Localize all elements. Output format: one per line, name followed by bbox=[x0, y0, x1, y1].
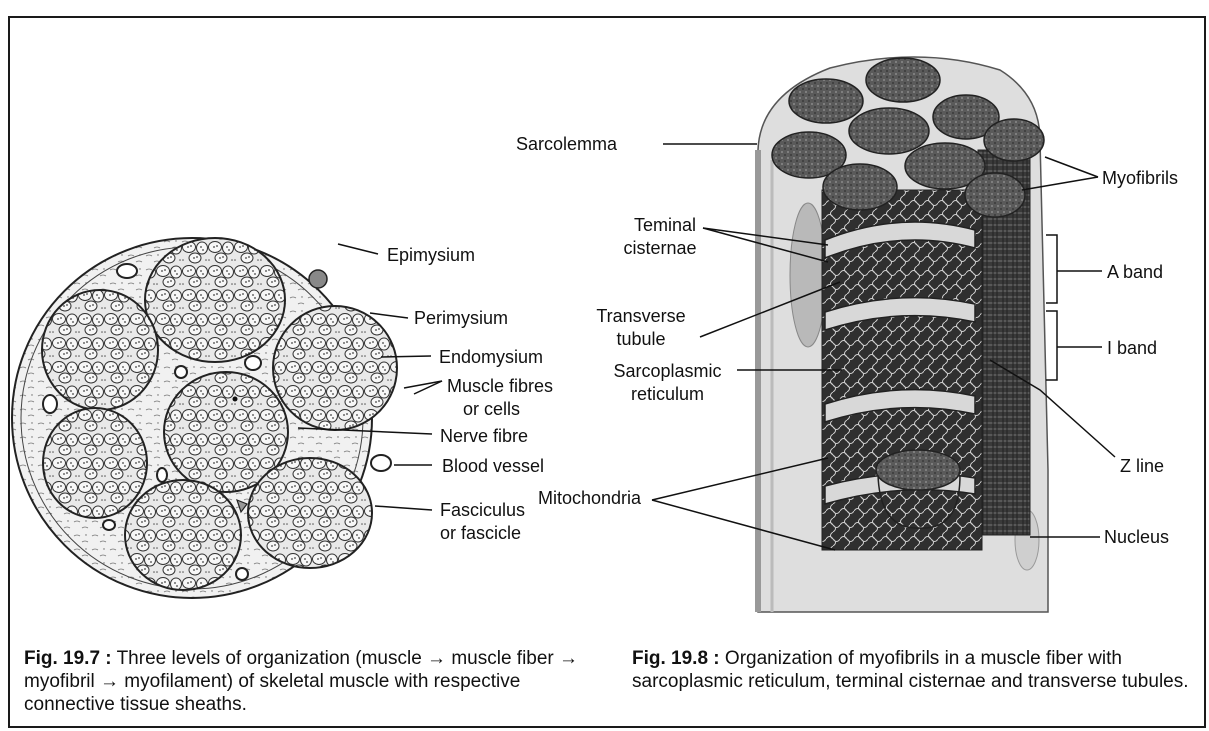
label-blood-vessel: Blood vessel bbox=[442, 456, 544, 476]
label-i-band: I band bbox=[1107, 338, 1157, 358]
label-epimysium: Epimysium bbox=[387, 245, 475, 265]
label-perimysium: Perimysium bbox=[414, 308, 508, 328]
label-transverse-tubule: Transverse bbox=[586, 306, 696, 326]
label-z-line: Z line bbox=[1120, 456, 1164, 476]
label-terminal-cisternae: Teminal bbox=[620, 215, 710, 235]
label-sarcoplasmic-reticulum-line2: reticulum bbox=[600, 384, 735, 404]
label-myofibrils: Myofibrils bbox=[1102, 168, 1178, 188]
label-muscle-fibres: Muscle fibres bbox=[447, 376, 553, 396]
label-transverse-tubule-line2: tubule bbox=[586, 329, 696, 349]
label-muscle-fibres-line2: or cells bbox=[463, 399, 520, 419]
label-fasciculus: Fasciculus bbox=[440, 500, 525, 520]
caption-fig-19-7: Fig. 19.7 : Three levels of organization… bbox=[24, 647, 614, 716]
label-endomysium: Endomysium bbox=[439, 347, 543, 367]
caption-fig-19-7-number: Fig. 19.7 : bbox=[24, 648, 112, 669]
label-terminal-cisternae-line2: cisternae bbox=[610, 238, 710, 258]
caption-fig-19-8-number: Fig. 19.8 : bbox=[632, 648, 720, 669]
caption-fig-19-8: Fig. 19.8 : Organization of myofibrils i… bbox=[632, 647, 1197, 693]
label-fasciculus-line2: or fascicle bbox=[440, 523, 521, 543]
label-nucleus: Nucleus bbox=[1104, 527, 1169, 547]
label-mitochondria: Mitochondria bbox=[538, 488, 641, 508]
label-nerve-fibre: Nerve fibre bbox=[440, 426, 528, 446]
label-sarcolemma: Sarcolemma bbox=[516, 134, 617, 154]
label-sarcoplasmic-reticulum: Sarcoplasmic bbox=[600, 361, 735, 381]
label-a-band: A band bbox=[1107, 262, 1163, 282]
